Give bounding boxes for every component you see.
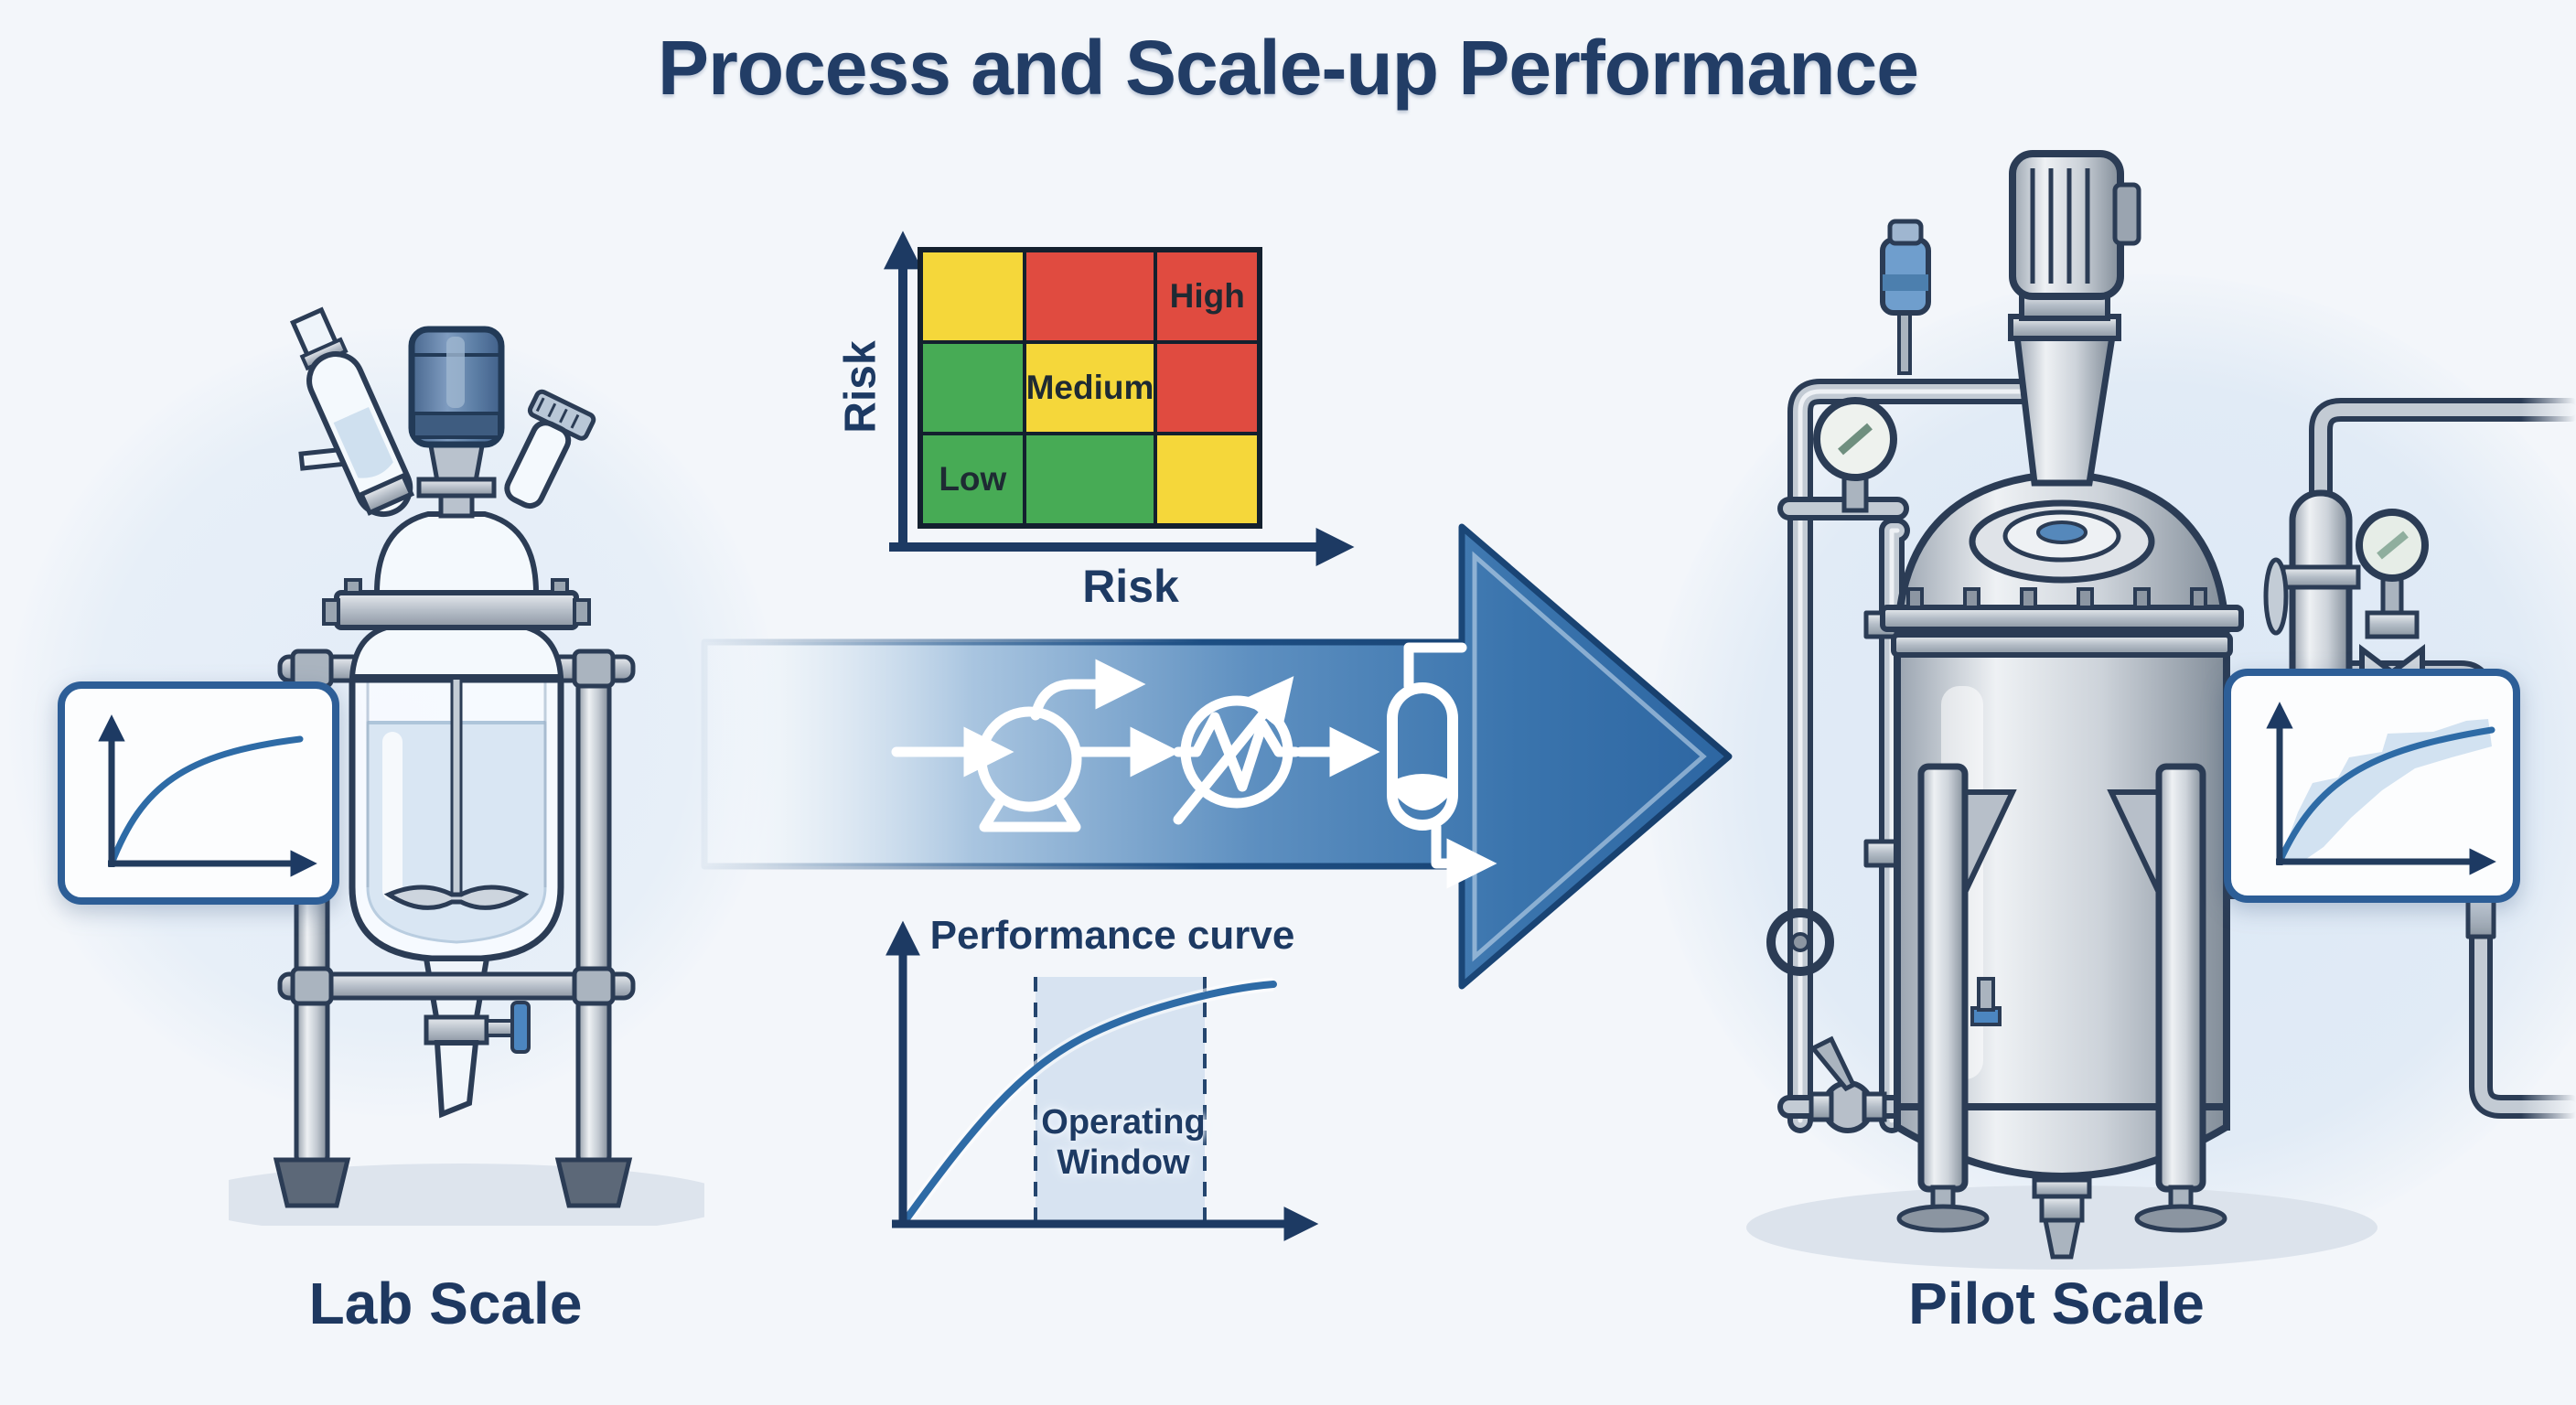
risk-cell-red [1024, 251, 1156, 342]
lab-inset-curve [108, 735, 304, 867]
risk-cell-yellow [921, 251, 1025, 342]
bottom-drain [1970, 977, 2092, 1260]
overhead-stirrer-motor [408, 326, 505, 519]
arrow-head-highlight [1472, 551, 1707, 962]
risk-cell-red: High [1155, 251, 1259, 342]
risk-cell-label: High [1169, 277, 1245, 315]
risk-cell-label: Low [939, 460, 1007, 498]
scaleup-arrow [701, 523, 1733, 990]
risk-cell-red [1155, 342, 1259, 434]
heat-exchanger-icon [1173, 676, 1301, 825]
risk-cell-yellow: Medium [1024, 342, 1156, 434]
impeller [383, 885, 530, 910]
risk-y-axis-label: Risk [836, 340, 886, 434]
lab-head-and-flange [322, 511, 591, 680]
lab-inset-chart [58, 681, 339, 905]
pump-icon [891, 659, 1146, 832]
risk-cell-label: Medium [1025, 369, 1154, 406]
agitator-motor [2008, 150, 2141, 487]
handwheel-valve-left [1766, 908, 1834, 976]
pilot-legs [1896, 763, 2227, 1233]
lab-drain-valve [485, 1001, 531, 1054]
column-valve-handle [2263, 557, 2289, 636]
pipe-fade-bottom [2521, 1087, 2576, 1127]
side-port-stopper [504, 389, 596, 509]
condenser [289, 306, 415, 518]
performance-chart [886, 920, 1319, 1241]
risk-cell-yellow [1155, 434, 1259, 525]
risk-matrix-axes [884, 231, 1355, 566]
manway [1969, 499, 2155, 584]
risk-cell-green [1024, 434, 1156, 525]
pipe-fade-top [2521, 393, 2576, 434]
process-flow-icons [891, 642, 1497, 889]
performance-curve-line [899, 981, 1277, 1228]
performance-chart-title: Performance curve [929, 913, 1295, 958]
lab-drain-spout [434, 1040, 479, 1119]
pilot-scale-label: Pilot Scale [1908, 1271, 2205, 1336]
page-title: Process and Scale-up Performance [658, 25, 1919, 111]
inset-frame [58, 681, 339, 905]
separator-vessel-icon [1387, 642, 1497, 889]
level-sensor [1880, 219, 1931, 375]
pressure-gauge-left [1813, 397, 1897, 513]
lid-flange [334, 590, 579, 630]
pilot-inset-curve [2276, 726, 2496, 865]
pilot-inset-chart [2224, 669, 2520, 903]
operating-window-label: Operating Window [1041, 1103, 1206, 1182]
lab-scale-label: Lab Scale [308, 1271, 583, 1336]
lever-valve-bottom-left [1809, 1035, 1887, 1133]
risk-cell-green [921, 342, 1025, 434]
condenser-liquid [333, 406, 393, 478]
data-band [2280, 719, 2492, 863]
risk-x-axis-label: Risk [1082, 561, 1179, 612]
lab-reactor-illustration [229, 306, 704, 1226]
vessel-liquid [1396, 774, 1449, 810]
risk-cell-green: Low [921, 434, 1025, 525]
vessel-flange [1880, 587, 2244, 658]
lab-drain-fitting [424, 1014, 489, 1046]
